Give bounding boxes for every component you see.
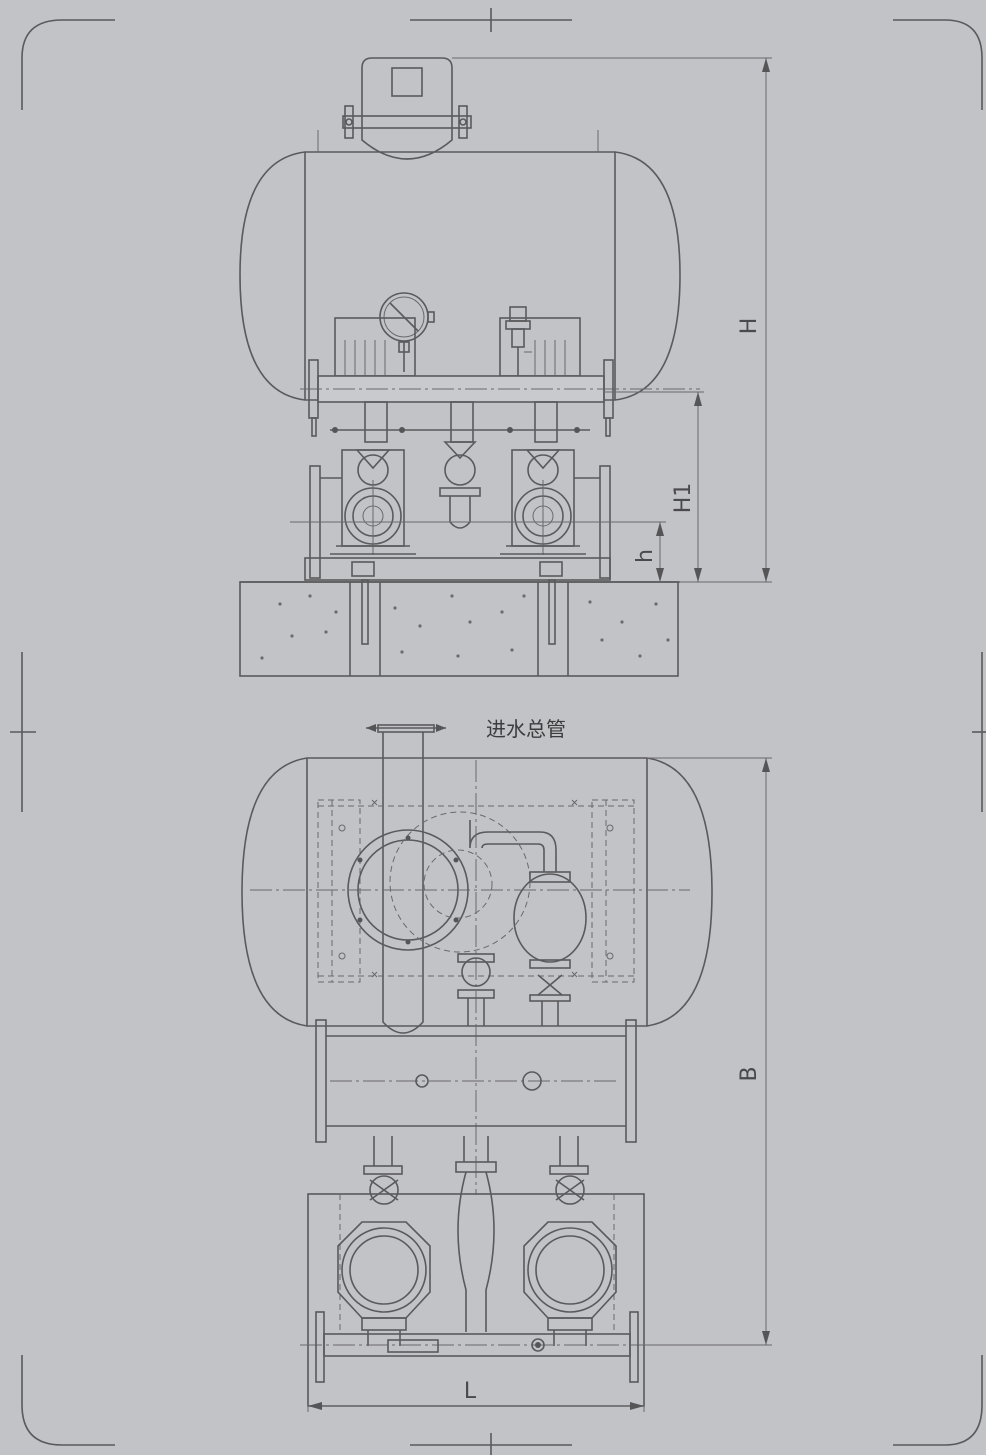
concrete-foundation [239,579,679,677]
middle-valve [439,441,481,529]
inlet-main-pipe [366,724,446,1034]
plan-dimensions [307,757,772,1412]
pressure-tank [239,130,681,401]
left-pump [330,449,416,555]
tank-plan [241,757,713,1195]
control-box [342,57,472,160]
inlet-manifold-plan [300,1311,700,1383]
middle-branch-valve [457,953,495,1026]
pump-connection-pipes [363,1136,589,1332]
dim-label-l: L [464,1379,477,1404]
elbow-pipe [469,820,587,1026]
plan-view: 进水总管 [241,717,772,1412]
tank-flange-circles [347,811,531,953]
pump-motors [334,317,581,377]
base-frame [240,557,680,583]
dim-label-h-total: H [737,318,762,335]
drawing-frame [10,8,986,1455]
front-elevation: H H1 h [239,57,772,677]
branch-pipes [330,401,590,443]
left-pump-plan [337,1221,431,1346]
front-dimensions [452,57,772,583]
dim-label-h1: H1 [671,483,696,514]
saddle-supports [317,799,635,983]
pressure-gauge-icon [379,292,435,372]
inlet-manifold [290,465,665,579]
dim-label-h-base: h [633,549,658,563]
outlet-header-plan [315,1019,637,1143]
right-pump [500,449,586,555]
right-pump-plan [523,1221,617,1346]
dim-label-b: B [737,1066,762,1081]
pressure-switch-icon [505,306,532,378]
inlet-main-pipe-label: 进水总管 [486,717,566,741]
